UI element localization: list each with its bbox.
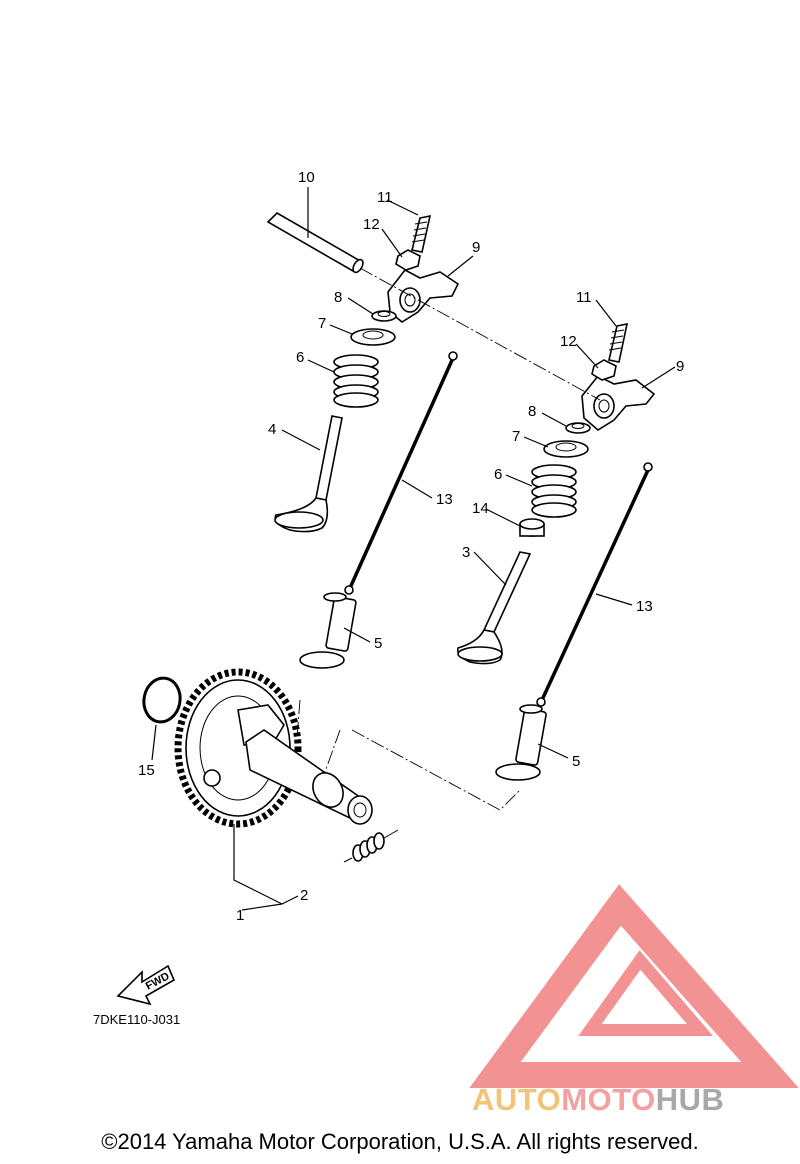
rocker-arm-right [581,374,656,431]
valve-cotter-left [371,310,397,322]
fwd-arrow-icon: FWD [116,964,176,1006]
spring-retainer-left [350,328,396,346]
callout-13: 13 [436,491,453,508]
rocker-shaft [266,187,364,274]
locknut-right [591,359,617,381]
watermark-logo-icon [469,884,799,1088]
callout-9: 9 [676,358,684,375]
diagram-code: 7DKE110-J031 [93,1012,181,1027]
callout-12: 12 [560,333,577,350]
callout-12: 12 [363,216,380,233]
copyright-notice: ©2014 Yamaha Motor Corporation, U.S.A. A… [101,1129,699,1154]
callout-14: 14 [472,500,489,517]
callout-8: 8 [334,289,342,306]
callout-9: 9 [472,239,480,256]
watermark-text: AUTOMOTOHUB [472,1082,724,1118]
watermark-part-moto: MOTO [561,1082,656,1117]
valve-spring-left [333,354,379,408]
callout-2: 2 [300,887,308,904]
leader-lines [233,199,676,911]
callout-6: 6 [296,349,304,366]
callout-13: 13 [636,598,653,615]
callout-labels: 10 11 12 9 8 7 6 4 13 5 11 12 9 8 7 6 14… [138,169,684,924]
assembly-axis-lines [295,267,601,811]
push-rod-left [344,351,458,595]
locknut-left [395,249,421,271]
watermark-part-hub: HUB [655,1082,725,1117]
valve-lifter-left [299,592,357,669]
callout-5: 5 [374,635,382,652]
push-rod-right [536,462,653,707]
callout-5: 5 [572,753,580,770]
adjusting-screw-left [411,214,432,253]
callout-7: 7 [318,315,326,332]
callout-8: 8 [528,403,536,420]
callout-1: 1 [236,907,244,924]
callout-11: 11 [576,289,592,306]
callout-6: 6 [494,466,502,483]
valve-intake [456,551,532,665]
valve-exhaust [274,415,343,533]
callout-15: 15 [138,762,155,779]
callout-4: 4 [268,421,276,438]
valve-stem-seal [519,518,545,537]
o-ring [142,676,182,761]
camshaft [237,704,373,825]
watermark-part-auto: AUTO [472,1082,562,1117]
callout-11: 11 [377,189,393,206]
valve-spring-right [531,464,577,518]
callout-10: 10 [298,169,315,186]
valve-cotter-right [565,422,591,434]
spring-retainer-right [543,440,589,458]
valve-lifter-right [495,704,547,781]
decompression-spring [343,829,399,863]
callout-7: 7 [512,428,520,445]
callout-3: 3 [462,544,470,561]
rocker-arm-left [387,268,460,323]
adjusting-screw-right [608,322,629,363]
